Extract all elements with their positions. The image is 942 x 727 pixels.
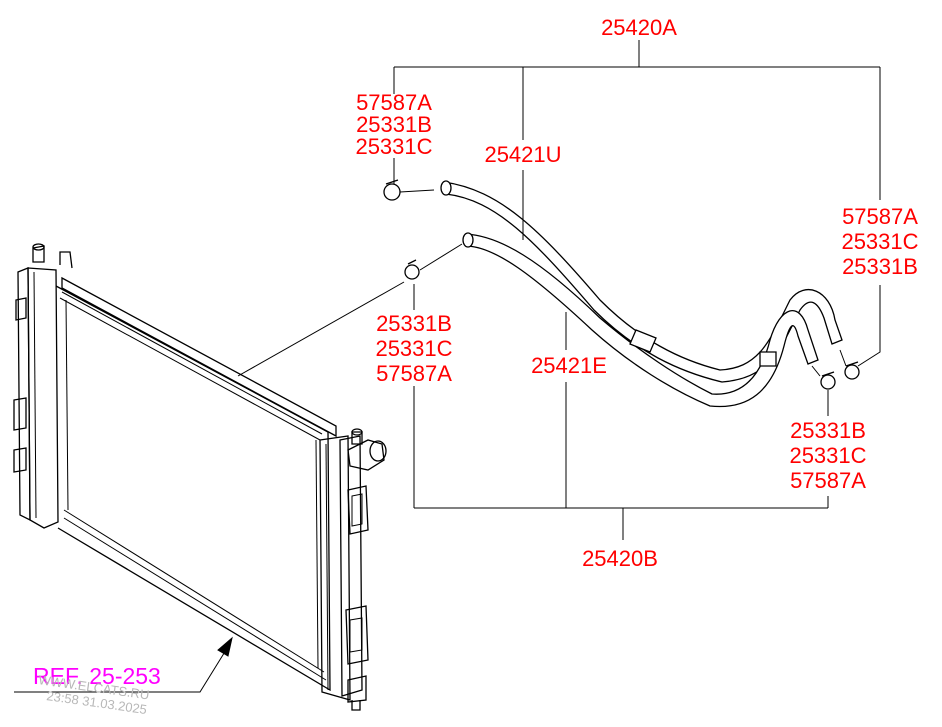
- label-25420A[interactable]: 25420A: [601, 15, 677, 40]
- label-left-mid-3[interactable]: 57587A: [376, 361, 452, 386]
- label-right-bottom-1[interactable]: 25331B: [790, 418, 866, 443]
- clamp-left-mid: [404, 243, 463, 280]
- label-left-mid-2[interactable]: 25331C: [375, 336, 452, 361]
- reference-link[interactable]: REF. 25-253: [33, 663, 161, 689]
- label-25421U[interactable]: 25421U: [484, 142, 561, 167]
- label-left-top-3[interactable]: 25331C: [355, 134, 432, 159]
- label-left-top-2[interactable]: 25331B: [356, 112, 432, 137]
- clamp-left-top: [383, 179, 435, 201]
- clamp-right-bottom: [811, 365, 836, 390]
- label-right-bottom-2[interactable]: 25331C: [789, 443, 866, 468]
- label-right-top-2[interactable]: 25331C: [841, 229, 918, 254]
- label-right-top-3[interactable]: 25331B: [842, 254, 918, 279]
- oil-cooler-hoses: [440, 180, 843, 408]
- label-left-top-1[interactable]: 57587A: [356, 90, 432, 115]
- radiator-drawing: [13, 243, 387, 711]
- label-left-mid-1[interactable]: 25331B: [376, 311, 452, 336]
- label-25421E[interactable]: 25421E: [531, 353, 607, 378]
- label-25420B[interactable]: 25420B: [582, 546, 658, 571]
- label-right-top-1[interactable]: 57587A: [842, 204, 918, 229]
- label-right-bottom-3[interactable]: 57587A: [790, 468, 866, 493]
- leader-lines: [14, 40, 881, 693]
- clamp-right-top: [839, 349, 860, 380]
- hose-clamps: [383, 179, 860, 390]
- part-labels: 25420A 57587A 25331B 25331C 25421U 57587…: [33, 15, 919, 689]
